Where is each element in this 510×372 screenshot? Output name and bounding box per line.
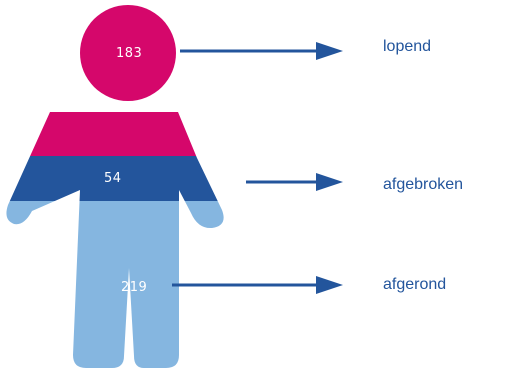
value-afgebroken: 54 — [104, 171, 122, 186]
label-afgerond: afgerond — [383, 276, 446, 293]
arrow-afgebroken — [246, 173, 343, 191]
label-afgebroken: afgebroken — [383, 176, 463, 193]
body-silhouette — [6, 112, 224, 368]
body-band-lopend — [6, 112, 224, 156]
value-lopend: 183 — [116, 46, 142, 61]
value-afgerond: 219 — [121, 280, 147, 295]
arrow-lopend — [180, 42, 343, 60]
label-lopend: lopend — [383, 38, 431, 55]
body-band-afgebroken — [6, 156, 224, 201]
head-circle — [80, 5, 176, 101]
arrow-afgerond — [172, 276, 343, 294]
